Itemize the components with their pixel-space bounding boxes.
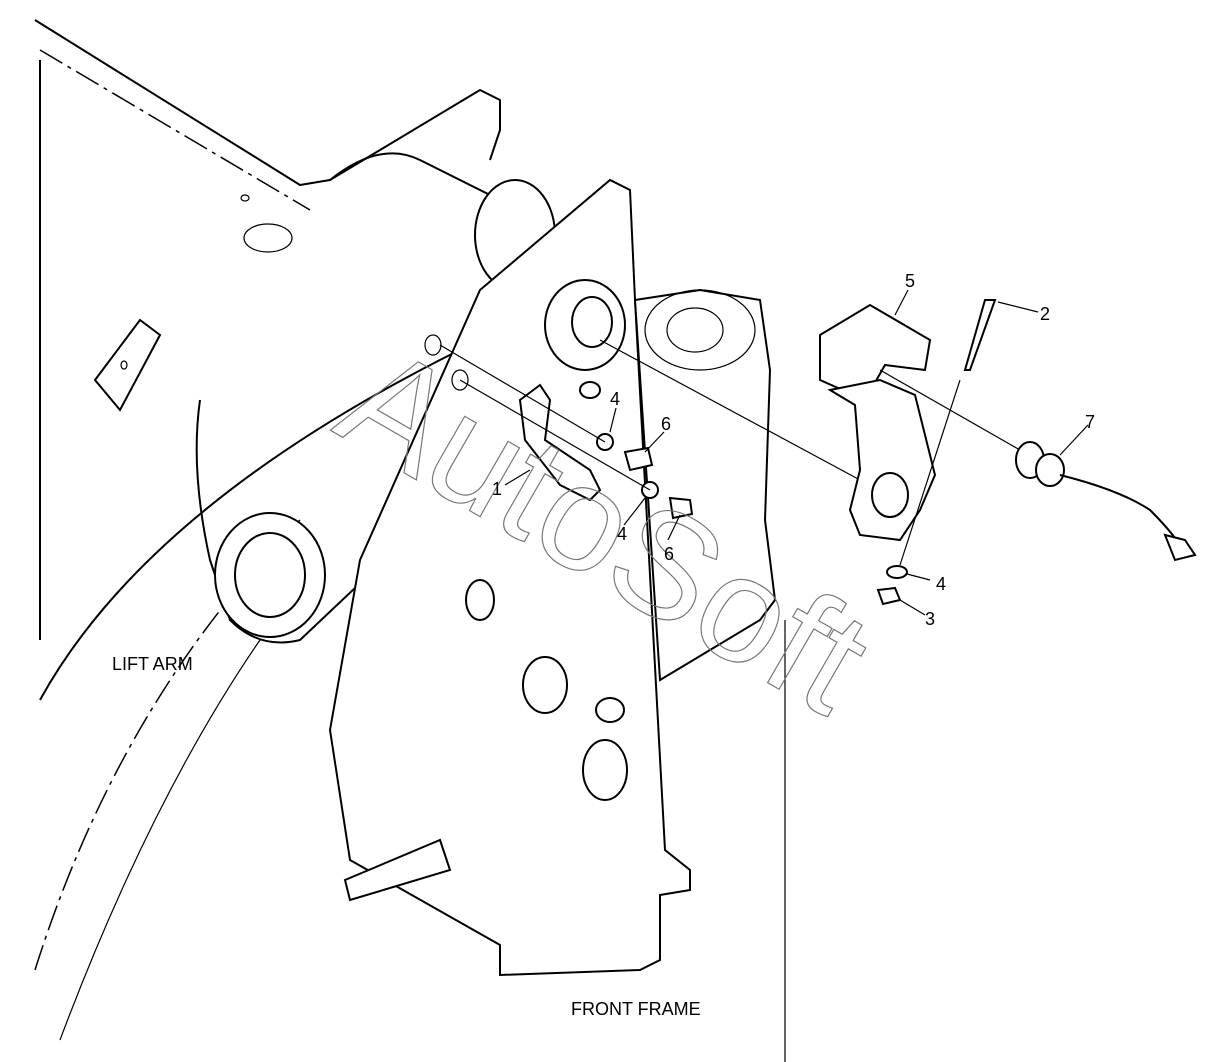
callout-5: 5 xyxy=(905,271,915,291)
callout-2: 2 xyxy=(1040,304,1050,324)
callout-4: 4 xyxy=(610,389,620,409)
front-frame-drawing xyxy=(328,178,786,1062)
callout-4: 4 xyxy=(617,524,627,544)
callout-6: 6 xyxy=(664,544,674,564)
lift-arm-label: LIFT ARM xyxy=(112,654,193,674)
callout-leaders xyxy=(504,289,1089,616)
callout-3: 3 xyxy=(925,609,935,629)
lift-arm-drawing xyxy=(34,19,561,1041)
callout-4: 4 xyxy=(936,574,946,594)
front-frame-label: FRONT FRAME xyxy=(571,999,701,1019)
sensor-parts-drawing xyxy=(439,299,1197,606)
callout-7: 7 xyxy=(1085,412,1095,432)
callout-6: 6 xyxy=(661,414,671,434)
callout-1: 1 xyxy=(492,479,502,499)
